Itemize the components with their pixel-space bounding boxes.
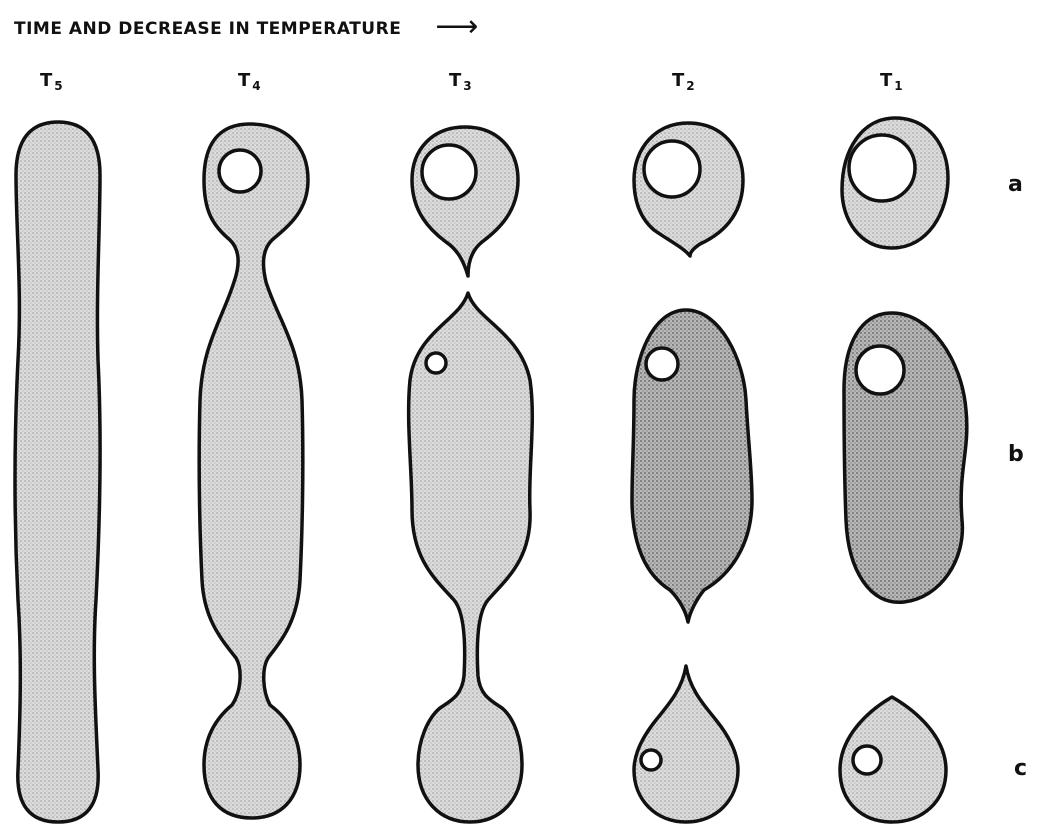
row-label-b: b [1008,442,1024,467]
header-text: TIME AND DECREASE IN TEMPERATURE [14,19,401,39]
row-label-c: c [1014,756,1027,781]
t5-column-shape [15,122,100,822]
diagram-header: TIME AND DECREASE IN TEMPERATURE ⟶ [14,14,479,44]
t4-a-bubble [219,150,261,192]
t3-bc-shape [409,293,533,822]
t2-c-shape [634,666,738,822]
t2-a-bubble [644,141,700,197]
t1-c-bubble [853,746,881,774]
t1-a-bubble [849,135,915,201]
t1-b-bubble [856,346,904,394]
t4-column-shape [199,124,308,818]
row-label-a: a [1008,172,1023,197]
t3-a-bubble [422,145,476,199]
right-arrow-icon: ⟶ [435,12,479,42]
t2-b-bubble [646,348,678,380]
t3-b-bubble [426,353,446,373]
t2-c-bubble [641,750,661,770]
